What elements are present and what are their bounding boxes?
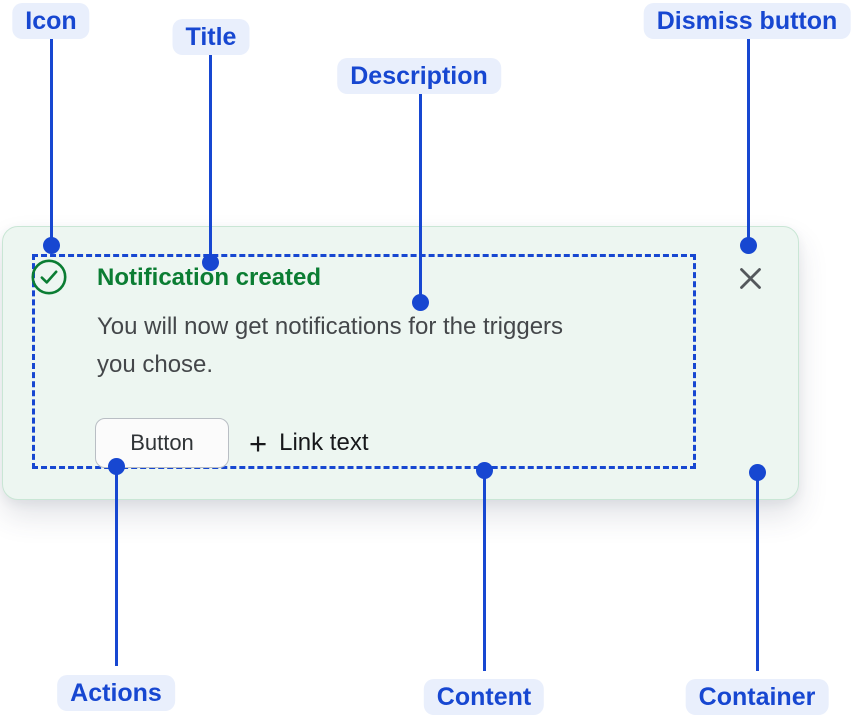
- actions-connector-dot: [108, 458, 125, 475]
- toast-actions: Button + Link text: [95, 418, 369, 468]
- description-connector-dot: [412, 294, 429, 311]
- actions-label: Actions: [57, 675, 175, 711]
- title-connector-dot: [202, 254, 219, 271]
- title-connector-line: [209, 54, 212, 262]
- toast-container: Notification created You will now get no…: [2, 226, 799, 500]
- content-connector-line: [483, 470, 486, 671]
- dismiss-button-label: Dismiss button: [643, 3, 851, 39]
- toast-description: You will now get notifications for the t…: [97, 313, 564, 378]
- container-connector-line: [756, 472, 759, 671]
- content-label: Content: [423, 679, 545, 715]
- check-circle-icon: [31, 259, 67, 295]
- plus-icon: +: [249, 425, 268, 461]
- close-icon: [739, 267, 762, 290]
- dismiss-connector-line: [747, 38, 750, 245]
- icon-connector-line: [50, 38, 53, 245]
- description-label: Description: [337, 58, 501, 94]
- container-connector-dot: [749, 464, 766, 481]
- title-label: Title: [172, 19, 250, 55]
- action-button[interactable]: Button: [95, 418, 229, 468]
- icon-connector-dot: [43, 237, 60, 254]
- action-link-label: Link text: [279, 429, 369, 456]
- content-connector-dot: [476, 462, 493, 479]
- description-connector-line: [419, 93, 422, 302]
- container-label: Container: [685, 679, 829, 715]
- dismiss-connector-dot: [740, 237, 757, 254]
- dismiss-button[interactable]: [731, 259, 769, 297]
- action-link[interactable]: + Link text: [249, 428, 369, 459]
- actions-connector-line: [115, 466, 118, 666]
- icon-label: Icon: [12, 3, 90, 39]
- content-area-outline: [32, 254, 696, 469]
